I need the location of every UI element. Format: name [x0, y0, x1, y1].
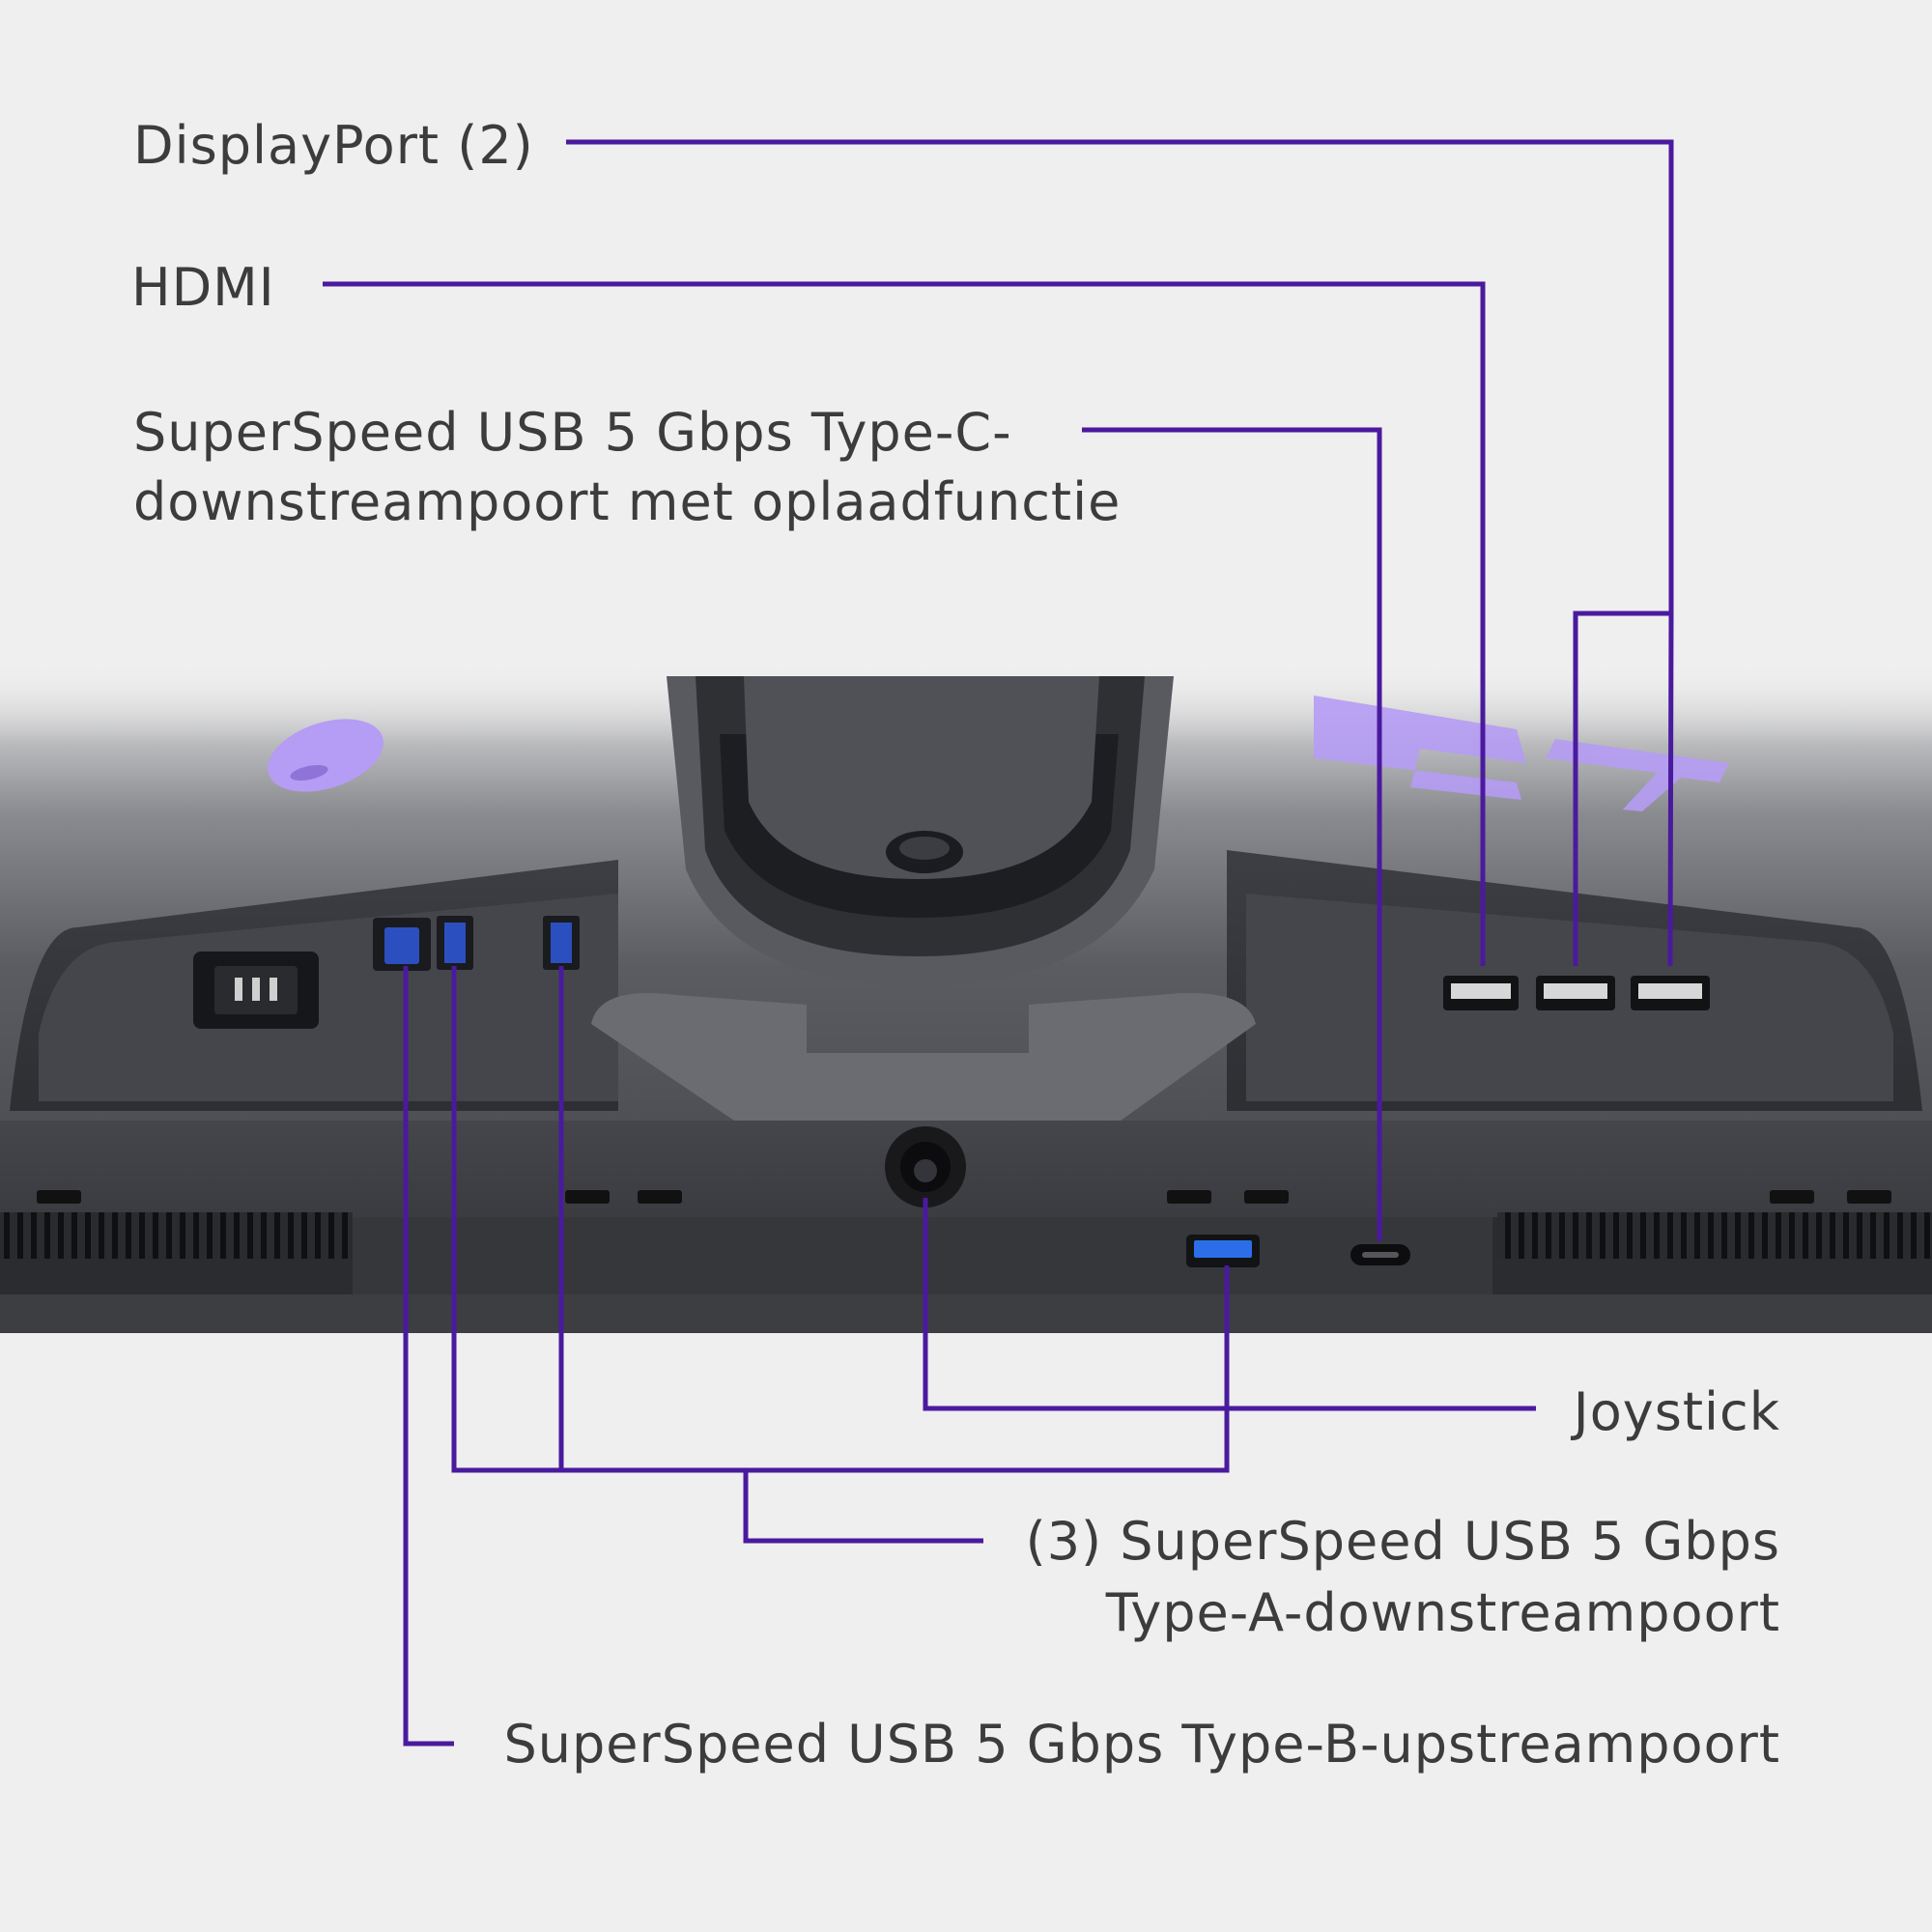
usb-b-label: SuperSpeed USB 5 Gbps Type-B-upstreampoo… [503, 1714, 1780, 1775]
usb-a-label-line1: (3) SuperSpeed USB 5 Gbps [1025, 1511, 1780, 1572]
hdmi-label: HDMI [131, 257, 275, 318]
model-number-badge [1314, 696, 1729, 811]
usb-b-upstream-port [373, 918, 431, 971]
monitor-rear [0, 657, 1932, 1333]
usb-c-callout-line [1082, 427, 1382, 1241]
usb-c-label-line1: SuperSpeed USB 5 Gbps Type-C- [133, 402, 1012, 463]
joystick-callout-line [923, 1198, 1536, 1411]
displayport-label: DisplayPort (2) [133, 115, 534, 176]
displayport-port-2 [1631, 976, 1710, 1010]
usb-a-label-line2: Type-A-downstreampoort [1105, 1582, 1780, 1643]
callout-lines [323, 139, 1674, 1747]
usb-a-callout-line [451, 966, 1230, 1473]
displayport-branch-line [1573, 611, 1671, 966]
usb-b-callout-line [403, 966, 454, 1747]
usb-a-leader-line [743, 1470, 983, 1544]
power-inlet [193, 952, 319, 1029]
usb-c-label-line2: downstreampoort met oplaadfunctie [133, 471, 1122, 532]
usb-a-downstream-port-1 [437, 916, 473, 970]
joystick [885, 1126, 966, 1208]
usb-a-downstream-port-front [1186, 1235, 1260, 1267]
usb-a-downstream-port-2 [543, 916, 580, 970]
displayport-callout-line [566, 139, 1674, 967]
joystick-label: Joystick [1573, 1381, 1780, 1442]
alien-head-logo [268, 719, 384, 792]
usb-c-downstream-port [1350, 1244, 1410, 1265]
displayport-port-1 [1536, 976, 1615, 1010]
hdmi-callout-line [323, 281, 1486, 966]
hdmi-port [1443, 976, 1519, 1010]
